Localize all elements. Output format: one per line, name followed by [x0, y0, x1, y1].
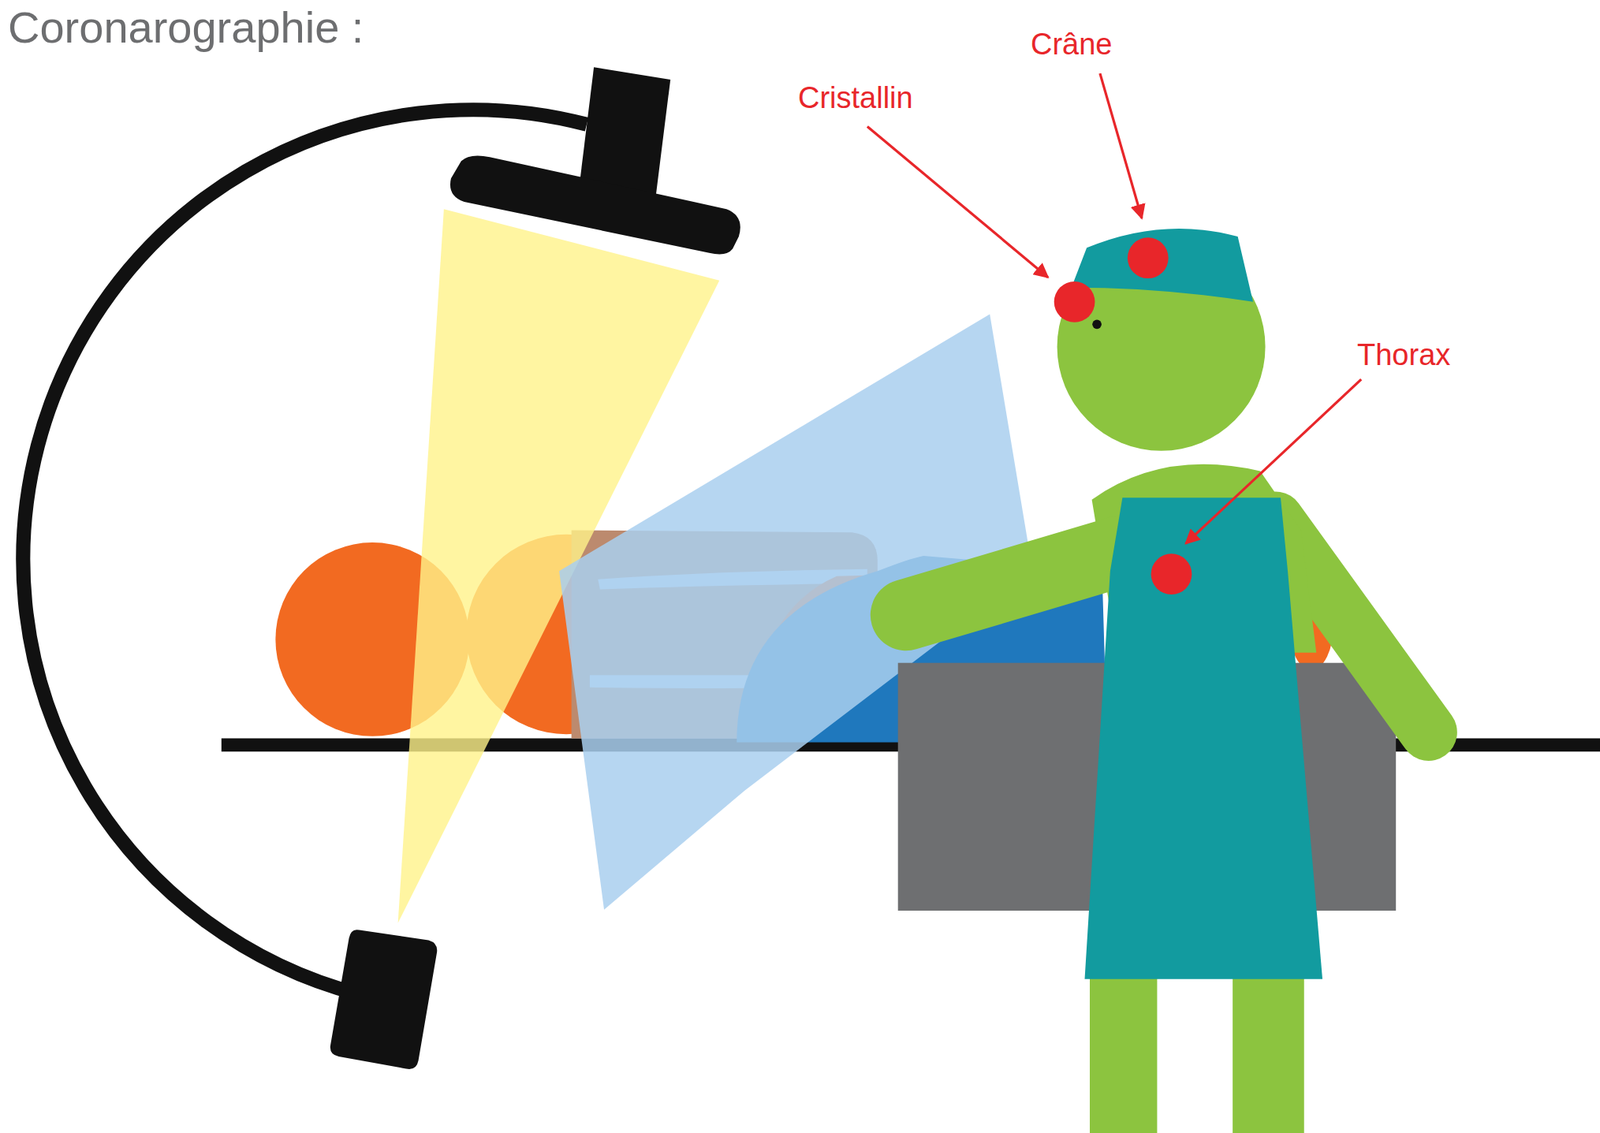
eye [1092, 319, 1102, 329]
leader-arrow [1186, 379, 1362, 544]
dose-point [1127, 237, 1169, 279]
cap [1071, 228, 1254, 303]
leg [1232, 958, 1305, 1133]
body-part-label: Thorax [1357, 339, 1451, 373]
body-part-label: Cristallin [798, 82, 914, 116]
leader-arrow [867, 126, 1049, 277]
body-part-label: Crâne [1030, 28, 1113, 62]
dose-point [1151, 553, 1193, 595]
leader-arrow [1100, 73, 1142, 219]
lead-apron [1085, 497, 1324, 979]
dose-point [1054, 281, 1096, 323]
leg [1089, 958, 1157, 1133]
figure-title: Coronarographie : [7, 3, 364, 53]
detector [330, 929, 437, 1070]
arm [906, 550, 1123, 615]
